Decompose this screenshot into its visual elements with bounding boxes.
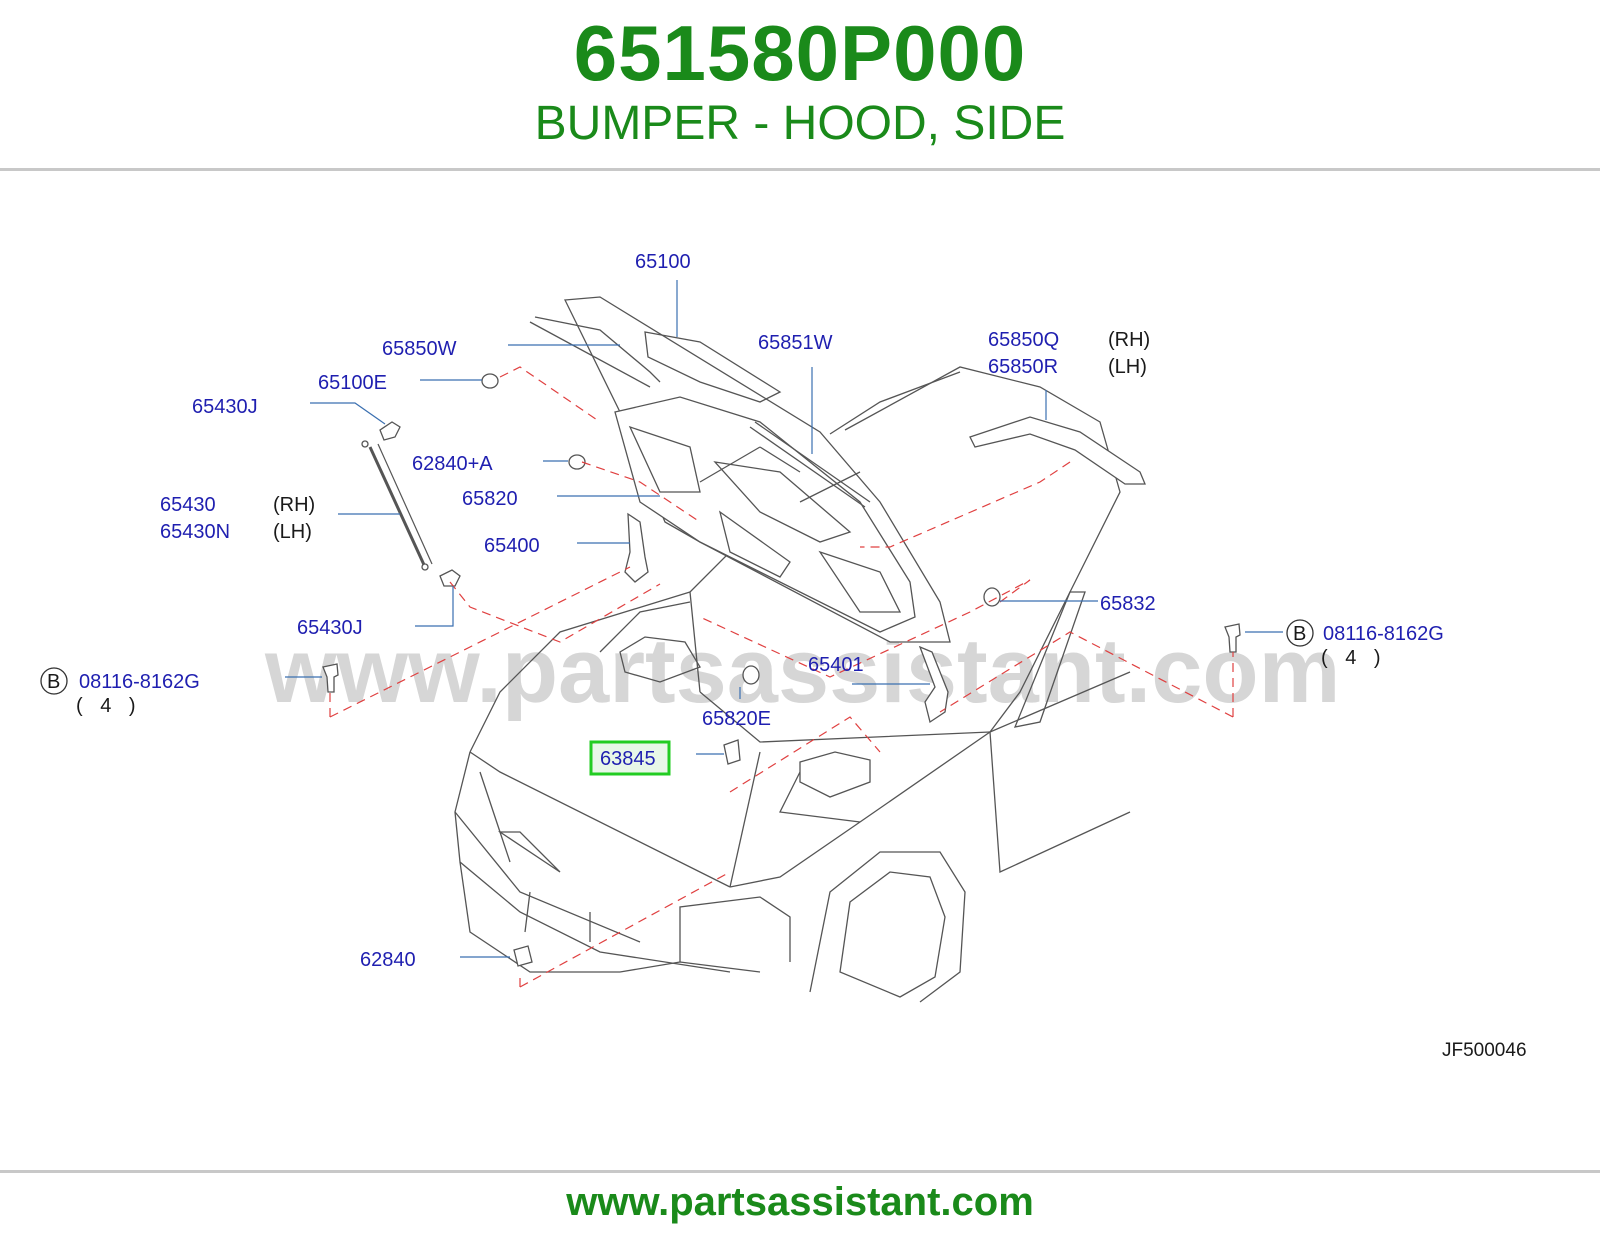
bolt-reference-right: B 08116-8162G ( 4 ) xyxy=(1286,619,1444,669)
callout-65850Q: 65850Q xyxy=(988,329,1059,351)
page-header: 651580P000 BUMPER - HOOD, SIDE xyxy=(0,0,1600,170)
callout-62840A: 62840+A xyxy=(412,453,493,475)
part-title: BUMPER - HOOD, SIDE xyxy=(534,97,1066,150)
callout-65850W: 65850W xyxy=(382,338,457,360)
grommet-65820E xyxy=(742,665,760,685)
footer-url[interactable]: www.partsassistant.com xyxy=(566,1180,1034,1224)
parts-diagram: www.partsassistant.com xyxy=(40,251,1527,1061)
phantom-lines xyxy=(329,366,1234,988)
reference-code: JF500046 xyxy=(1442,1040,1527,1061)
leader-lines xyxy=(285,280,1283,958)
callouts: 65100 65850W 65851W 65850Q (RH) 65850R (… xyxy=(160,251,1156,971)
callout-65401: 65401 xyxy=(808,654,864,676)
footer-divider xyxy=(0,1170,1600,1173)
bolt-right-qty: ( 4 ) xyxy=(1321,647,1387,669)
callout-65820E: 65820E xyxy=(702,708,771,730)
callout-65430N: 65430N xyxy=(160,521,230,543)
callout-65851W: 65851W xyxy=(758,332,833,354)
hood-bumper-65100E xyxy=(481,373,499,389)
callout-65850R: 65850R xyxy=(988,356,1058,378)
hood-hinge-right xyxy=(918,645,949,724)
callout-65430-side: (RH) xyxy=(273,494,315,516)
hood-bumper-62840A xyxy=(568,454,586,470)
callout-65430J-bottom: 65430J xyxy=(297,617,363,639)
hood-hinge-left xyxy=(624,512,649,583)
bumper-62840 xyxy=(513,945,533,967)
clip-63845 xyxy=(723,739,741,765)
callout-65832: 65832 xyxy=(1100,593,1156,615)
bolt-reference-left: B 08116-8162G ( 4 ) xyxy=(40,667,200,717)
part-number: 651580P000 xyxy=(573,9,1027,97)
callout-65850R-side: (LH) xyxy=(1108,356,1147,378)
callout-65100: 65100 xyxy=(635,251,691,273)
bolt-right-label: 08116-8162G xyxy=(1323,623,1444,645)
bolt-left-marker: B xyxy=(47,671,60,693)
callout-63845: 63845 xyxy=(600,748,656,770)
grommet-65832 xyxy=(983,587,1001,607)
bolt-right-marker: B xyxy=(1293,623,1306,645)
header-divider xyxy=(0,168,1600,171)
callout-65850Q-side: (RH) xyxy=(1108,329,1150,351)
hood-stay xyxy=(361,421,461,587)
vehicle-outline xyxy=(454,366,1131,1003)
bolt-right-part xyxy=(1224,623,1241,653)
bolt-left-label: 08116-8162G xyxy=(79,671,200,693)
bolt-left-part xyxy=(322,663,339,693)
callout-62840: 62840 xyxy=(360,949,416,971)
callout-65430N-side: (LH) xyxy=(273,521,312,543)
callout-65430J-top: 65430J xyxy=(192,396,258,418)
callout-65400: 65400 xyxy=(484,535,540,557)
callout-65430: 65430 xyxy=(160,494,216,516)
hood-side-seal xyxy=(969,416,1146,485)
bolt-left-qty: ( 4 ) xyxy=(76,695,142,717)
highlight-box-63845 xyxy=(589,740,671,776)
callout-65100E: 65100E xyxy=(318,372,387,394)
callout-65820: 65820 xyxy=(462,488,518,510)
watermark: www.partsassistant.com xyxy=(264,620,1340,722)
hood-panel xyxy=(529,296,951,643)
